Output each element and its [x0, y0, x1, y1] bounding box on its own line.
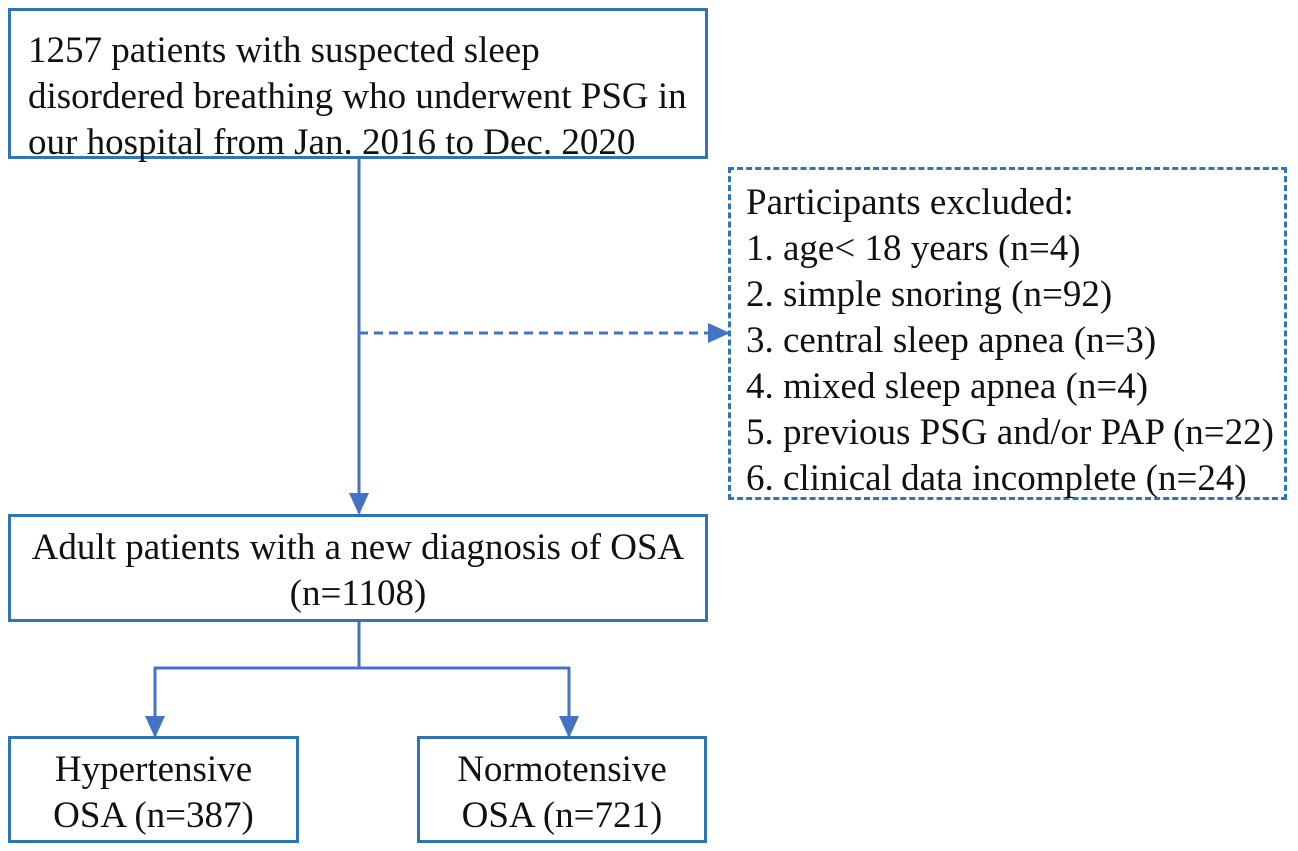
box-adult-osa: Adult patients with a new diagnosis of O…	[8, 514, 708, 622]
initial-population-line: 1257 patients with suspected sleep	[28, 30, 540, 71]
initial-population-line: disordered breathing who underwent PSG i…	[28, 76, 687, 117]
excluded-item: 1. age< 18 years (n=4)	[746, 228, 1081, 269]
hypertensive-label: Hypertensive	[54, 749, 253, 790]
initial-population-line: our hospital from Jan. 2016 to Dec. 2020	[28, 122, 636, 163]
excluded-heading: Participants excluded:	[746, 182, 1074, 223]
box-hypertensive-osa: Hypertensive OSA (n=387)	[8, 736, 299, 843]
excluded-item: 3. central sleep apnea (n=3)	[746, 320, 1157, 361]
excluded-item: 6. clinical data incomplete (n=24)	[746, 458, 1247, 499]
excluded-item: 4. mixed sleep apnea (n=4)	[746, 366, 1149, 407]
adult-osa-line: Adult patients with a new diagnosis of O…	[31, 527, 685, 568]
hypertensive-count: OSA (n=387)	[53, 795, 254, 836]
excluded-item: 2. simple snoring (n=92)	[746, 274, 1113, 315]
box-normotensive-osa: Normotensive OSA (n=721)	[417, 736, 707, 843]
box-initial-population: 1257 patients with suspected sleep disor…	[8, 8, 708, 163]
box-excluded: Participants excluded: 1. age< 18 years …	[728, 167, 1287, 500]
normotensive-label: Normotensive	[457, 749, 667, 790]
excluded-item: 5. previous PSG and/or PAP (n=22)	[746, 412, 1274, 453]
adult-osa-count: (n=1108)	[289, 573, 427, 614]
normotensive-count: OSA (n=721)	[461, 795, 663, 836]
